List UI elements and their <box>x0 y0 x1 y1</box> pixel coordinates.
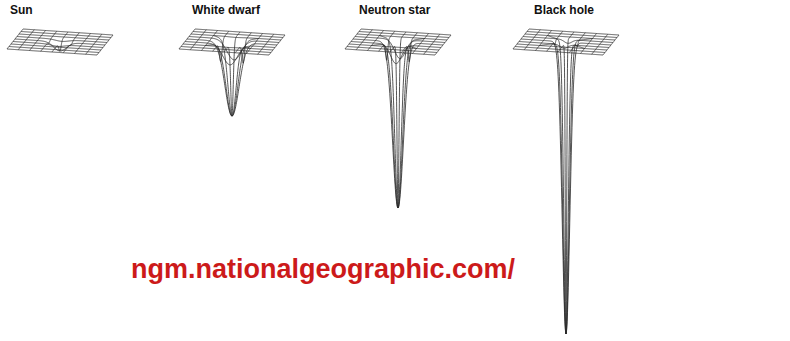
grid-line <box>413 34 429 54</box>
object-label: Sun <box>10 3 33 17</box>
grid-line <box>7 49 97 55</box>
funnel-line <box>372 39 425 209</box>
grid-line <box>603 35 619 55</box>
grid-line <box>13 42 103 48</box>
funnel-line <box>380 36 417 209</box>
grid-line <box>258 34 274 54</box>
grid-line <box>269 35 285 55</box>
grid-line <box>569 33 585 53</box>
grid-line <box>581 34 597 54</box>
grid-line <box>86 34 102 54</box>
grid-line <box>521 39 611 334</box>
object-label: Black hole <box>534 3 594 17</box>
grid-line <box>424 34 440 54</box>
grid-line <box>558 32 574 334</box>
grid-line <box>353 39 443 208</box>
funnel-line <box>540 39 593 335</box>
object-label: Neutron star <box>359 3 430 17</box>
grid-line <box>349 44 439 50</box>
grid-line <box>181 47 271 53</box>
grid-line <box>52 32 68 52</box>
grid-line <box>345 49 435 55</box>
grid-line <box>592 34 608 54</box>
funnel-line <box>548 36 585 335</box>
source-watermark: ngm.nationalgeographic.com/ <box>131 253 515 285</box>
grid-line <box>435 35 451 55</box>
grid-line <box>11 44 101 50</box>
grid-line <box>97 35 113 55</box>
grid-line <box>63 33 79 53</box>
grid-line <box>247 34 263 54</box>
grid-line <box>517 44 607 50</box>
object-label: White dwarf <box>192 3 260 17</box>
grid-line <box>347 47 437 53</box>
grid-line <box>75 34 91 54</box>
grid-line <box>9 47 99 53</box>
funnel-line <box>206 39 259 117</box>
grid-line <box>183 44 273 50</box>
